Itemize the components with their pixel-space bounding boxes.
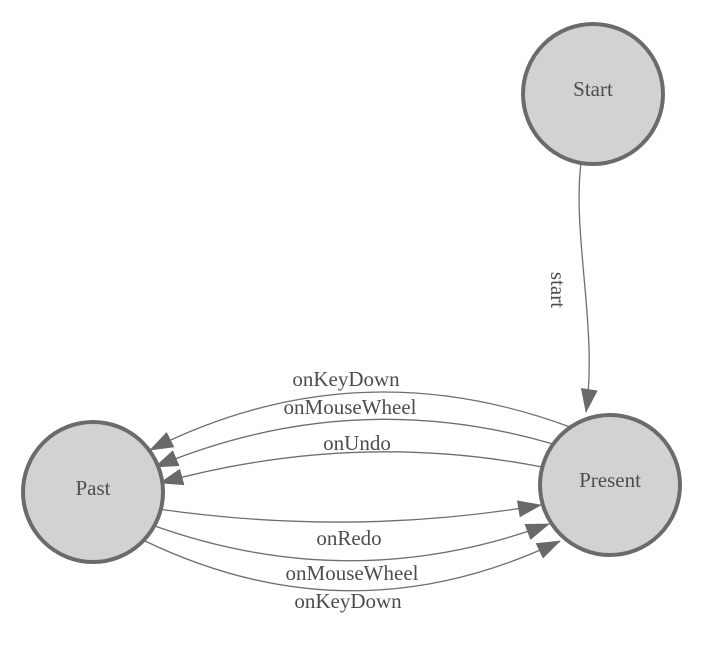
edge-present-to-past-undo[interactable]: onUndo (159, 431, 543, 486)
state-circle-start[interactable] (521, 22, 665, 166)
edge-start-to-present[interactable]: start (546, 162, 598, 413)
state-circle-present[interactable] (538, 413, 682, 557)
edge-path-onkeydown-bottom[interactable] (142, 539, 561, 592)
state-label-start: Start (573, 77, 613, 101)
edge-label-onmousewheel-top: onMouseWheel (284, 395, 417, 419)
edge-past-to-present-redo[interactable]: onRedo (157, 500, 542, 550)
edge-label-onkeydown-top: onKeyDown (292, 367, 400, 391)
edge-path-onundo[interactable] (159, 451, 543, 486)
state-label-past: Past (75, 476, 110, 500)
state-node-start[interactable]: Start (521, 22, 665, 166)
state-label-present: Present (579, 468, 641, 492)
edge-present-to-past-mousewheel[interactable]: onMouseWheel (154, 395, 554, 468)
edge-label-onkeydown-bottom: onKeyDown (294, 589, 402, 613)
edge-path-onmousewheel-top[interactable] (154, 418, 554, 468)
edge-label-start: start (546, 272, 570, 308)
edge-past-to-present-keydown[interactable]: onKeyDown (142, 539, 561, 613)
state-circle-past[interactable] (21, 420, 165, 564)
edge-path-onmousewheel-bottom[interactable] (151, 523, 550, 562)
edge-label-onundo: onUndo (323, 431, 391, 455)
edge-past-to-present-mousewheel[interactable]: onMouseWheel (151, 523, 550, 585)
edge-label-onredo: onRedo (316, 526, 381, 550)
edge-present-to-past-keydown[interactable]: onKeyDown (149, 367, 571, 451)
state-node-present[interactable]: Present (538, 413, 682, 557)
edge-path-onredo[interactable] (157, 500, 542, 523)
edge-path-onkeydown-top[interactable] (149, 391, 571, 451)
state-node-past[interactable]: Past (21, 420, 165, 564)
edge-path-start[interactable] (578, 162, 598, 413)
edge-label-onmousewheel-bottom: onMouseWheel (286, 561, 419, 585)
